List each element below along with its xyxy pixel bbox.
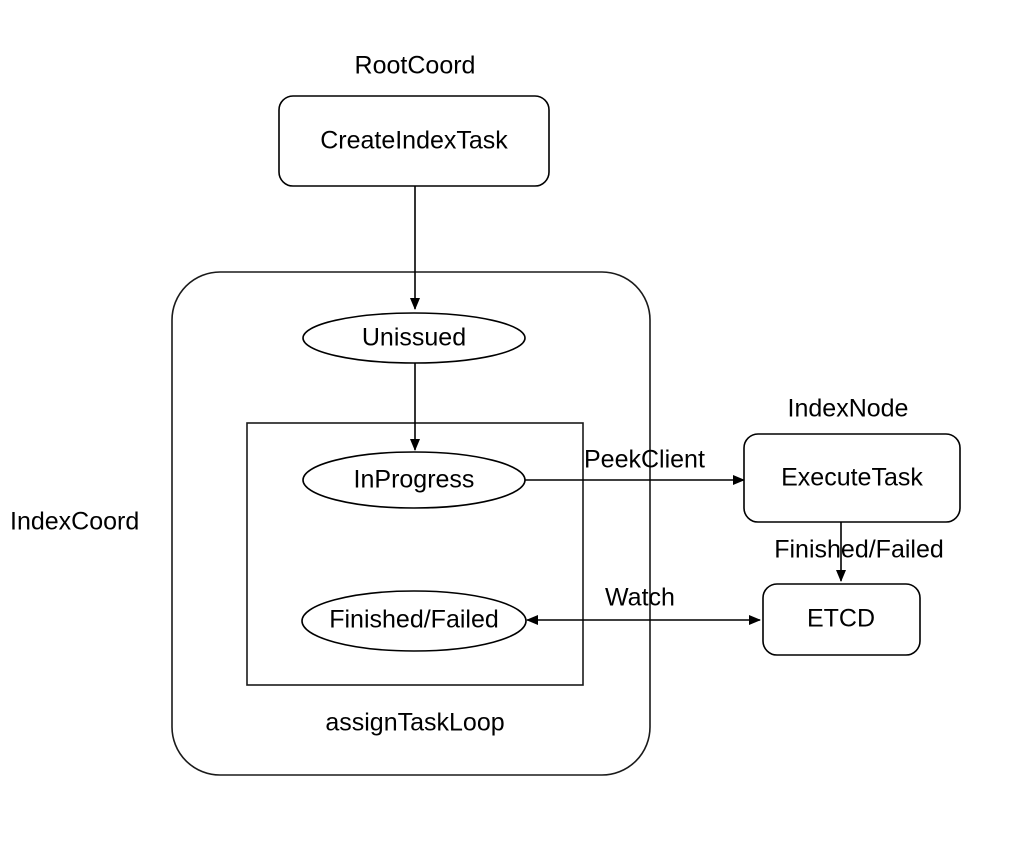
node-etcd-shape[interactable] <box>762 583 921 656</box>
node-in-progress-label: InProgress <box>354 466 475 494</box>
node-unissued-shape[interactable] <box>302 312 526 364</box>
node-finished-failed-state-shape[interactable] <box>301 590 527 652</box>
node-in-progress-shape[interactable] <box>302 451 526 509</box>
node-finished-failed-state[interactable]: Finished/Failed <box>301 590 527 652</box>
node-unissued-label: Unissued <box>362 324 466 352</box>
edge-label-peekclient: PeekClient <box>584 446 705 474</box>
node-create-index-task[interactable]: CreateIndexTask <box>278 95 550 187</box>
node-in-progress[interactable]: InProgress <box>302 451 526 509</box>
node-etcd-label: ETCD <box>807 605 875 633</box>
node-finished-failed-state-label: Finished/Failed <box>329 606 499 634</box>
node-unissued[interactable]: Unissued <box>302 312 526 364</box>
node-create-index-task-label: CreateIndexTask <box>320 127 508 155</box>
group-assigntaskloop-label: assignTaskLoop <box>325 709 504 737</box>
node-execute-task[interactable]: ExecuteTask <box>743 433 961 523</box>
edge-label-watch: Watch <box>605 584 675 612</box>
group-indexcoord-boundary <box>171 271 651 776</box>
group-indexcoord-label: IndexCoord <box>10 508 139 536</box>
node-execute-task-label: ExecuteTask <box>781 464 923 492</box>
node-create-index-task-shape[interactable] <box>278 95 550 187</box>
node-etcd[interactable]: ETCD <box>762 583 921 656</box>
node-execute-task-shape[interactable] <box>743 433 961 523</box>
group-indexnode-label: IndexNode <box>788 395 909 423</box>
edge-label-finished-failed: Finished/Failed <box>774 536 944 564</box>
group-rootcoord-label: RootCoord <box>355 52 476 80</box>
